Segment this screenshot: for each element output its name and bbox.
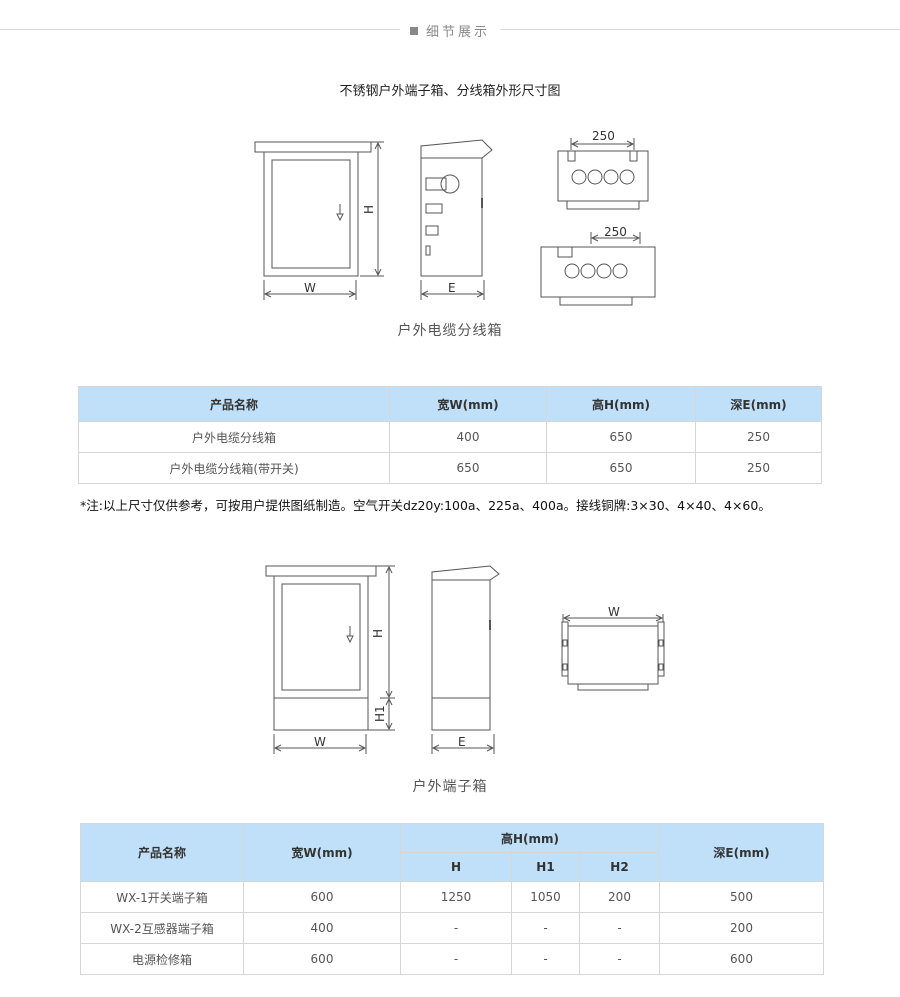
handle-icon xyxy=(336,204,344,222)
label-e: E xyxy=(448,281,456,295)
drawing-caption: 户外电缆分线箱 xyxy=(397,323,503,339)
drawing-title: 不锈钢户外端子箱、分线箱外形尺寸图 xyxy=(339,84,561,99)
header-height: 高H(mm) xyxy=(400,823,660,853)
dimension-note: *注:以上尺寸仅供参考，可按用户提供图纸制造。空气开关dz20y:100a、22… xyxy=(80,498,771,513)
cell-width: 600 xyxy=(243,943,401,975)
cell-h1: - xyxy=(511,943,580,975)
table-row: 户外电缆分线箱 400 650 250 xyxy=(78,421,822,453)
header-h: H xyxy=(400,852,512,882)
table-row: WX-2互感器端子箱 400 - - - 200 xyxy=(80,912,824,944)
cell-product-name: 电源检修箱 xyxy=(80,943,244,975)
header-product-name: 产品名称 xyxy=(80,823,244,882)
cell-width: 600 xyxy=(243,881,401,913)
top-view-box xyxy=(567,625,659,685)
label-w: W xyxy=(304,281,316,295)
table-row: WX-1开关端子箱 600 1250 1050 200 500 xyxy=(80,881,824,913)
label-dim-bottom: 250 xyxy=(604,225,627,239)
header-h2: H2 xyxy=(579,852,660,882)
cable-distribution-box-drawing: H W E 250 250 xyxy=(254,129,656,306)
side-body xyxy=(431,579,491,699)
dimension-table-1: 产品名称 宽W(mm) 高H(mm) 深E(mm) 户外电缆分线箱 400 65… xyxy=(78,386,822,484)
section-title: 细节展示 xyxy=(425,25,490,40)
front-door xyxy=(271,159,351,269)
cell-h1: - xyxy=(511,912,580,944)
label-e: E xyxy=(458,735,466,749)
header-width: 宽W(mm) xyxy=(389,386,547,422)
cell-depth: 250 xyxy=(695,452,822,484)
cell-product-name: WX-1开关端子箱 xyxy=(80,881,244,913)
cell-depth: 600 xyxy=(659,943,824,975)
cell-h: 1250 xyxy=(400,881,512,913)
cell-height: 650 xyxy=(546,421,696,453)
cell-h2: - xyxy=(579,912,660,944)
divider-left xyxy=(0,29,400,30)
cell-h: - xyxy=(400,912,512,944)
cell-h2: 200 xyxy=(579,881,660,913)
handle-icon xyxy=(346,626,354,644)
table-row: 户外电缆分线箱(带开关) 650 650 250 xyxy=(78,452,822,484)
header-depth: 深E(mm) xyxy=(695,386,822,422)
cell-product-name: 户外电缆分线箱(带开关) xyxy=(78,452,390,484)
label-h: H xyxy=(362,205,376,214)
cell-product-name: 户外电缆分线箱 xyxy=(78,421,390,453)
label-h1: H1 xyxy=(373,705,387,722)
front-body xyxy=(273,575,369,699)
cell-width: 400 xyxy=(389,421,547,453)
square-icon xyxy=(409,27,418,35)
header-product-name: 产品名称 xyxy=(78,386,390,422)
label-w-top: W xyxy=(608,605,620,619)
table-header-row: 产品名称 宽W(mm) 高H(mm) 深E(mm) xyxy=(80,823,824,882)
header-h1: H1 xyxy=(511,852,580,882)
table-row: 电源检修箱 600 - - - 600 xyxy=(80,943,824,975)
section-header: 细节展示 xyxy=(0,20,900,40)
top-view-box-1 xyxy=(557,150,649,202)
front-body xyxy=(263,151,359,277)
cell-depth: 250 xyxy=(695,421,822,453)
divider-right xyxy=(500,29,900,30)
terminal-box-drawing: H H1 W E W xyxy=(265,565,665,754)
cell-depth: 200 xyxy=(659,912,824,944)
cell-product-name: WX-2互感器端子箱 xyxy=(80,912,244,944)
cell-h2: - xyxy=(579,943,660,975)
cell-width: 400 xyxy=(243,912,401,944)
header-height: 高H(mm) xyxy=(546,386,696,422)
front-door xyxy=(281,583,361,691)
cell-h1: 1050 xyxy=(511,881,580,913)
label-w: W xyxy=(314,735,326,749)
dimension-table-2: 产品名称 宽W(mm) 高H(mm) 深E(mm) H H1 H2 WX-1开关… xyxy=(80,823,824,975)
side-body xyxy=(420,157,483,277)
side-roof xyxy=(420,139,493,159)
label-h: H xyxy=(371,629,385,638)
drawing-caption-2: 户外端子箱 xyxy=(412,779,488,795)
cell-height: 650 xyxy=(546,452,696,484)
cell-width: 650 xyxy=(389,452,547,484)
front-base xyxy=(273,697,369,731)
cell-h: - xyxy=(400,943,512,975)
cell-depth: 500 xyxy=(659,881,824,913)
label-dim-top: 250 xyxy=(592,129,615,143)
header-width: 宽W(mm) xyxy=(243,823,401,882)
header-depth: 深E(mm) xyxy=(659,823,824,882)
front-roof xyxy=(254,141,372,153)
table-header-row: 产品名称 宽W(mm) 高H(mm) 深E(mm) xyxy=(78,386,822,422)
